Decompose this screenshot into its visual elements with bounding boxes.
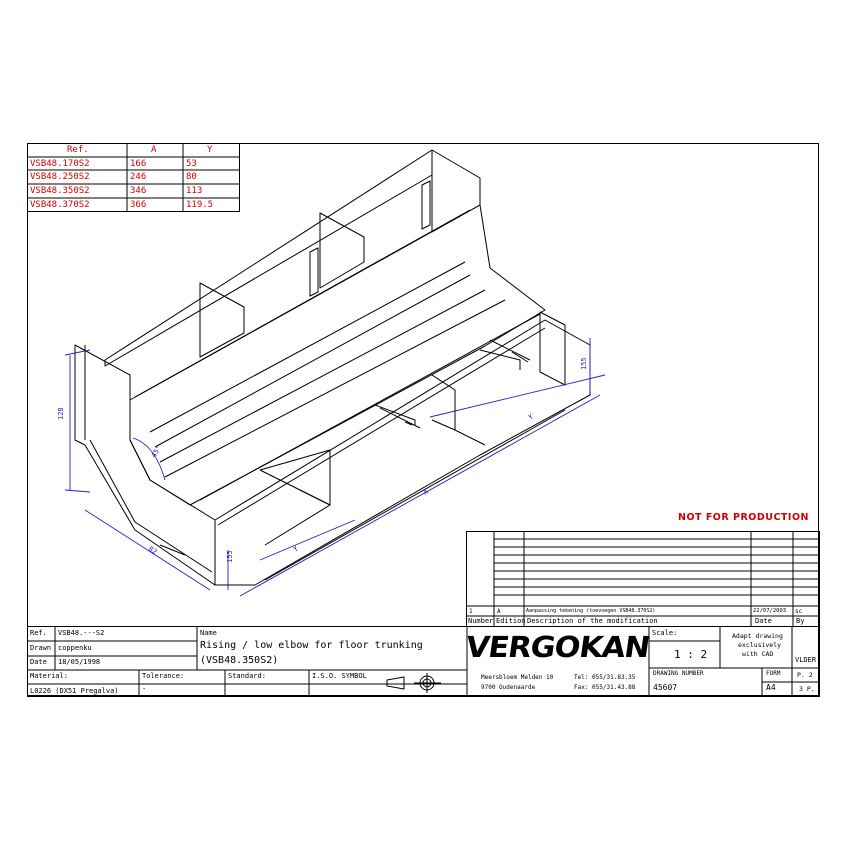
y-header: Y: [207, 145, 213, 155]
folder-label: VLDER: [795, 656, 817, 664]
part-name: Rising / low elbow for floor trunking: [200, 640, 423, 651]
date-label: Date: [30, 658, 47, 666]
y-cell: 119.5: [186, 200, 214, 210]
ref-cell: VSB48.170S2: [30, 159, 90, 169]
side-height-dimension: 155: [226, 550, 234, 563]
ref-header: Ref.: [67, 145, 89, 155]
iso-symbol-label: I.S.O. SYMBOL: [312, 672, 367, 680]
revision-by: sc: [795, 608, 803, 615]
page-number: P. 2: [797, 671, 813, 679]
a-dimension-label: A: [422, 487, 430, 496]
a-cell: 166: [130, 159, 147, 169]
cad-note-line2: exclusively: [738, 641, 782, 649]
drawing-number-label: DRAWING NUMBER: [653, 670, 704, 677]
revision-date-header: Date: [755, 617, 772, 625]
revision-description: Aanpassing tekening (toevoegen VSB48.370…: [526, 608, 656, 614]
drawn-label: Drawn: [30, 644, 52, 652]
revision-by-header: By: [796, 617, 805, 625]
y-cell: 53: [186, 159, 197, 169]
a-cell: 366: [130, 200, 147, 210]
a-cell: 346: [130, 186, 147, 196]
reference-table: Ref. A Y VSB48.170S2 166 53 VSB48.250S2 …: [27, 143, 240, 212]
y-dimension-label: Y: [527, 412, 535, 421]
cad-note-line3: with CAD: [742, 650, 774, 658]
angle-dimension: 45°: [150, 444, 163, 459]
not-for-production-stamp: NOT FOR PRODUCTION: [678, 512, 809, 523]
revision-edition: A: [497, 608, 501, 615]
address-line1: Meersbloem Melden 10: [481, 674, 554, 681]
ref-label: Ref.: [30, 629, 47, 637]
y-dimension-label: Y: [292, 544, 300, 553]
form-value: A4: [766, 683, 776, 692]
standard-label: Standard:: [228, 672, 266, 680]
revision-description-header: Description of the modification: [527, 617, 658, 625]
a-cell: 246: [130, 172, 147, 182]
part-code: (VSB48.350S2): [200, 655, 279, 666]
name-label: Name: [200, 629, 217, 637]
form-label: FORM: [766, 670, 781, 677]
revision-number: 1: [469, 608, 473, 615]
a-header: A: [151, 145, 157, 155]
scale-label: Scale:: [652, 629, 678, 637]
vergokan-logo: VERGOKAN: [464, 630, 652, 665]
tolerance-value: -: [142, 685, 147, 693]
reference-table-grid: [27, 143, 240, 212]
title-block-grid: [27, 626, 820, 697]
drawing-number: 45607: [653, 683, 678, 692]
isometric-elbow-drawing: 128 45° 82 155 155 A Y Y: [57, 149, 606, 597]
tolerance-label: Tolerance:: [142, 672, 185, 680]
drawn-value: coppenku: [58, 644, 92, 652]
page-count: 3 P.: [799, 685, 815, 693]
revision-edition-header: Edition: [496, 617, 526, 625]
address-line2: 9700 Oudenaarde: [481, 684, 536, 691]
drawing-frame: [27, 143, 819, 696]
logo-text: VERGOKAN: [463, 630, 652, 664]
telephone: Tel: 055/31.83.35: [574, 674, 636, 681]
depth-dimension: 82: [147, 545, 158, 556]
scale-value: 1 : 2: [674, 648, 708, 661]
ref-cell: VSB48.250S2: [30, 172, 90, 182]
ref-value: VSB48.---S2: [58, 629, 105, 637]
ref-cell: VSB48.370S2: [30, 200, 90, 210]
revision-number-header: Number: [468, 617, 494, 625]
y-cell: 113: [186, 186, 203, 196]
iso-projection-symbol: [386, 673, 441, 693]
material-value: L0226 (DX51 Pregalva): [30, 687, 119, 695]
fax: Fax: 055/31.43.88: [574, 684, 636, 691]
cad-note-line1: Adapt drawing: [732, 632, 783, 640]
ref-cell: VSB48.350S2: [30, 186, 90, 196]
height-dimension: 128: [57, 407, 65, 420]
revision-date: 22/07/2003: [753, 608, 787, 614]
date-value: 18/05/1998: [58, 658, 101, 666]
side-height-dimension: 155: [580, 357, 588, 370]
y-cell: 80: [186, 172, 197, 182]
material-label: Material:: [30, 672, 68, 680]
